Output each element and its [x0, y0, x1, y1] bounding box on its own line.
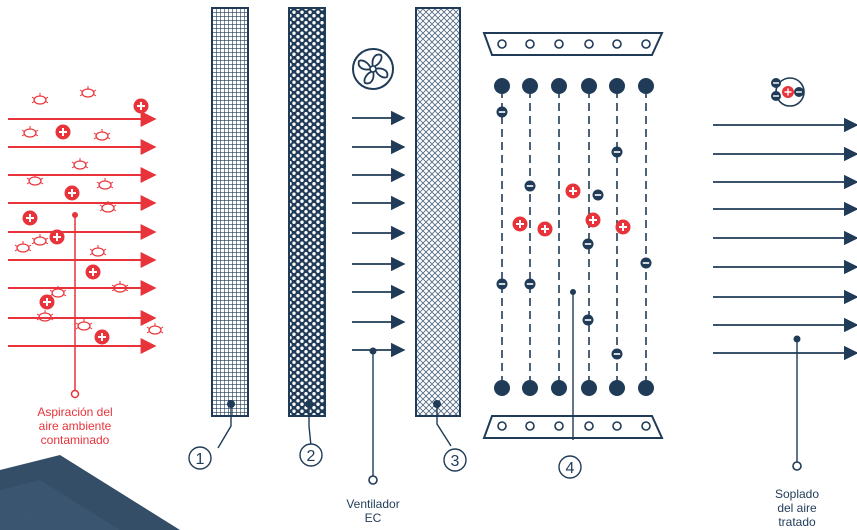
- negative-ion-icon: [496, 106, 508, 118]
- ion-cluster-icon: [771, 77, 805, 107]
- electrode: [494, 78, 510, 94]
- electrode: [581, 78, 597, 94]
- positive-ion-icon: [55, 124, 71, 140]
- microbe-icon: [71, 158, 89, 170]
- ionizer-hole: [641, 39, 651, 49]
- number-2-circle: [299, 443, 323, 467]
- fan-label-line-1: Ventilador: [346, 497, 400, 511]
- microbe-icon: [96, 178, 114, 190]
- microbe-icon: [14, 241, 32, 253]
- positive-ion-icon: [133, 98, 149, 114]
- ionizer-top-bar: [482, 32, 664, 56]
- negative-ion-icon: [592, 189, 604, 201]
- corner-decoration: [0, 455, 180, 530]
- electrode: [522, 380, 538, 396]
- electrode: [609, 380, 625, 396]
- fan-label-line-2: EC: [364, 511, 382, 525]
- ionizer-hole: [612, 421, 622, 431]
- fan-pointer: [368, 347, 378, 485]
- number-3: 3: [451, 453, 460, 470]
- positive-ion-icon: [565, 183, 581, 199]
- positive-ion-icon: [94, 329, 110, 345]
- outlet-pointer: [792, 335, 802, 471]
- microbe-icon: [146, 323, 164, 335]
- electrode: [551, 78, 567, 94]
- ionizer-hole: [525, 39, 535, 49]
- microbe-icon: [31, 93, 49, 105]
- intake-label-line-2: aire ambiente: [38, 419, 112, 433]
- electrode: [638, 78, 654, 94]
- positive-ion-icon: [85, 264, 101, 280]
- microbe-icon: [99, 201, 117, 213]
- ionizer-hole: [497, 39, 507, 49]
- positive-ion-icon: [615, 219, 631, 235]
- positive-ion-icon: [22, 210, 38, 226]
- electrode: [551, 380, 567, 396]
- fan-label: Ventilador EC: [323, 497, 423, 525]
- outlet-arrows: [713, 117, 857, 361]
- number-1-circle: [188, 446, 212, 470]
- outlet-label: Soplado del aire tratado: [747, 487, 847, 529]
- microbe-icon: [31, 234, 49, 246]
- ionizer-hole: [554, 39, 564, 49]
- intake-label-line-1: Aspiración del: [37, 405, 113, 419]
- positive-ion-icon: [49, 229, 65, 245]
- microbe-icon: [111, 281, 129, 293]
- electrode: [581, 380, 597, 396]
- watermark: SUSO: [8, 510, 45, 525]
- ionizer-hole: [584, 421, 594, 431]
- positive-ion-icon: [585, 212, 601, 228]
- filter-3: 3: [415, 7, 467, 472]
- ionizer: 4: [482, 32, 664, 479]
- negative-ion-icon: [611, 348, 623, 360]
- negative-ion-icon: [524, 278, 536, 290]
- outlet-label-line-2: del aire: [777, 501, 817, 515]
- ionizer-hole: [525, 421, 535, 431]
- ionizer-hole: [612, 39, 622, 49]
- intake-pointer: [70, 212, 80, 399]
- fan-arrows: [352, 110, 406, 358]
- positive-ion-icon: [39, 294, 55, 310]
- intake-label: Aspiración del aire ambiente contaminado: [15, 405, 135, 447]
- positive-ion-icon: [64, 185, 80, 201]
- negative-ion-icon: [611, 146, 623, 158]
- filter-2: 2: [288, 7, 326, 467]
- negative-ion-icon: [524, 180, 536, 192]
- electrode: [494, 380, 510, 396]
- electrode: [638, 380, 654, 396]
- intake-arrows: [8, 111, 157, 354]
- number-4: 4: [566, 460, 575, 477]
- number-2: 2: [307, 448, 316, 465]
- fan-icon: [352, 48, 394, 90]
- electrode: [609, 78, 625, 94]
- microbe-icon: [93, 129, 111, 141]
- microbe-icon: [26, 174, 44, 186]
- microbe-icon: [49, 286, 67, 298]
- positive-ion-icon: [512, 216, 528, 232]
- number-4-circle: [558, 455, 582, 479]
- electrode: [522, 78, 538, 94]
- microbe-icon: [21, 126, 39, 138]
- negative-ion-icon: [582, 314, 594, 326]
- negative-ion-icon: [640, 257, 652, 269]
- outlet-label-line-3: tratado: [778, 515, 816, 529]
- ionizer-hole: [497, 421, 507, 431]
- negative-ion-icon: [496, 278, 508, 290]
- ionizer-hole: [641, 421, 651, 431]
- filter-1: 1: [188, 7, 249, 470]
- microbe-icon: [89, 245, 107, 257]
- outlet-label-line-1: Soplado: [774, 487, 820, 501]
- microbe-icon: [79, 86, 97, 98]
- ionizer-hole: [554, 421, 564, 431]
- microbe-icon: [36, 310, 54, 322]
- ionizer-hole: [584, 39, 594, 49]
- negative-ion-icon: [582, 238, 594, 250]
- contaminants: [14, 86, 164, 345]
- number-3-circle: [443, 448, 467, 472]
- intake-label-line-3: contaminado: [40, 433, 110, 447]
- positive-ion-icon: [537, 221, 553, 237]
- number-1: 1: [196, 451, 205, 468]
- microbe-icon: [75, 319, 93, 331]
